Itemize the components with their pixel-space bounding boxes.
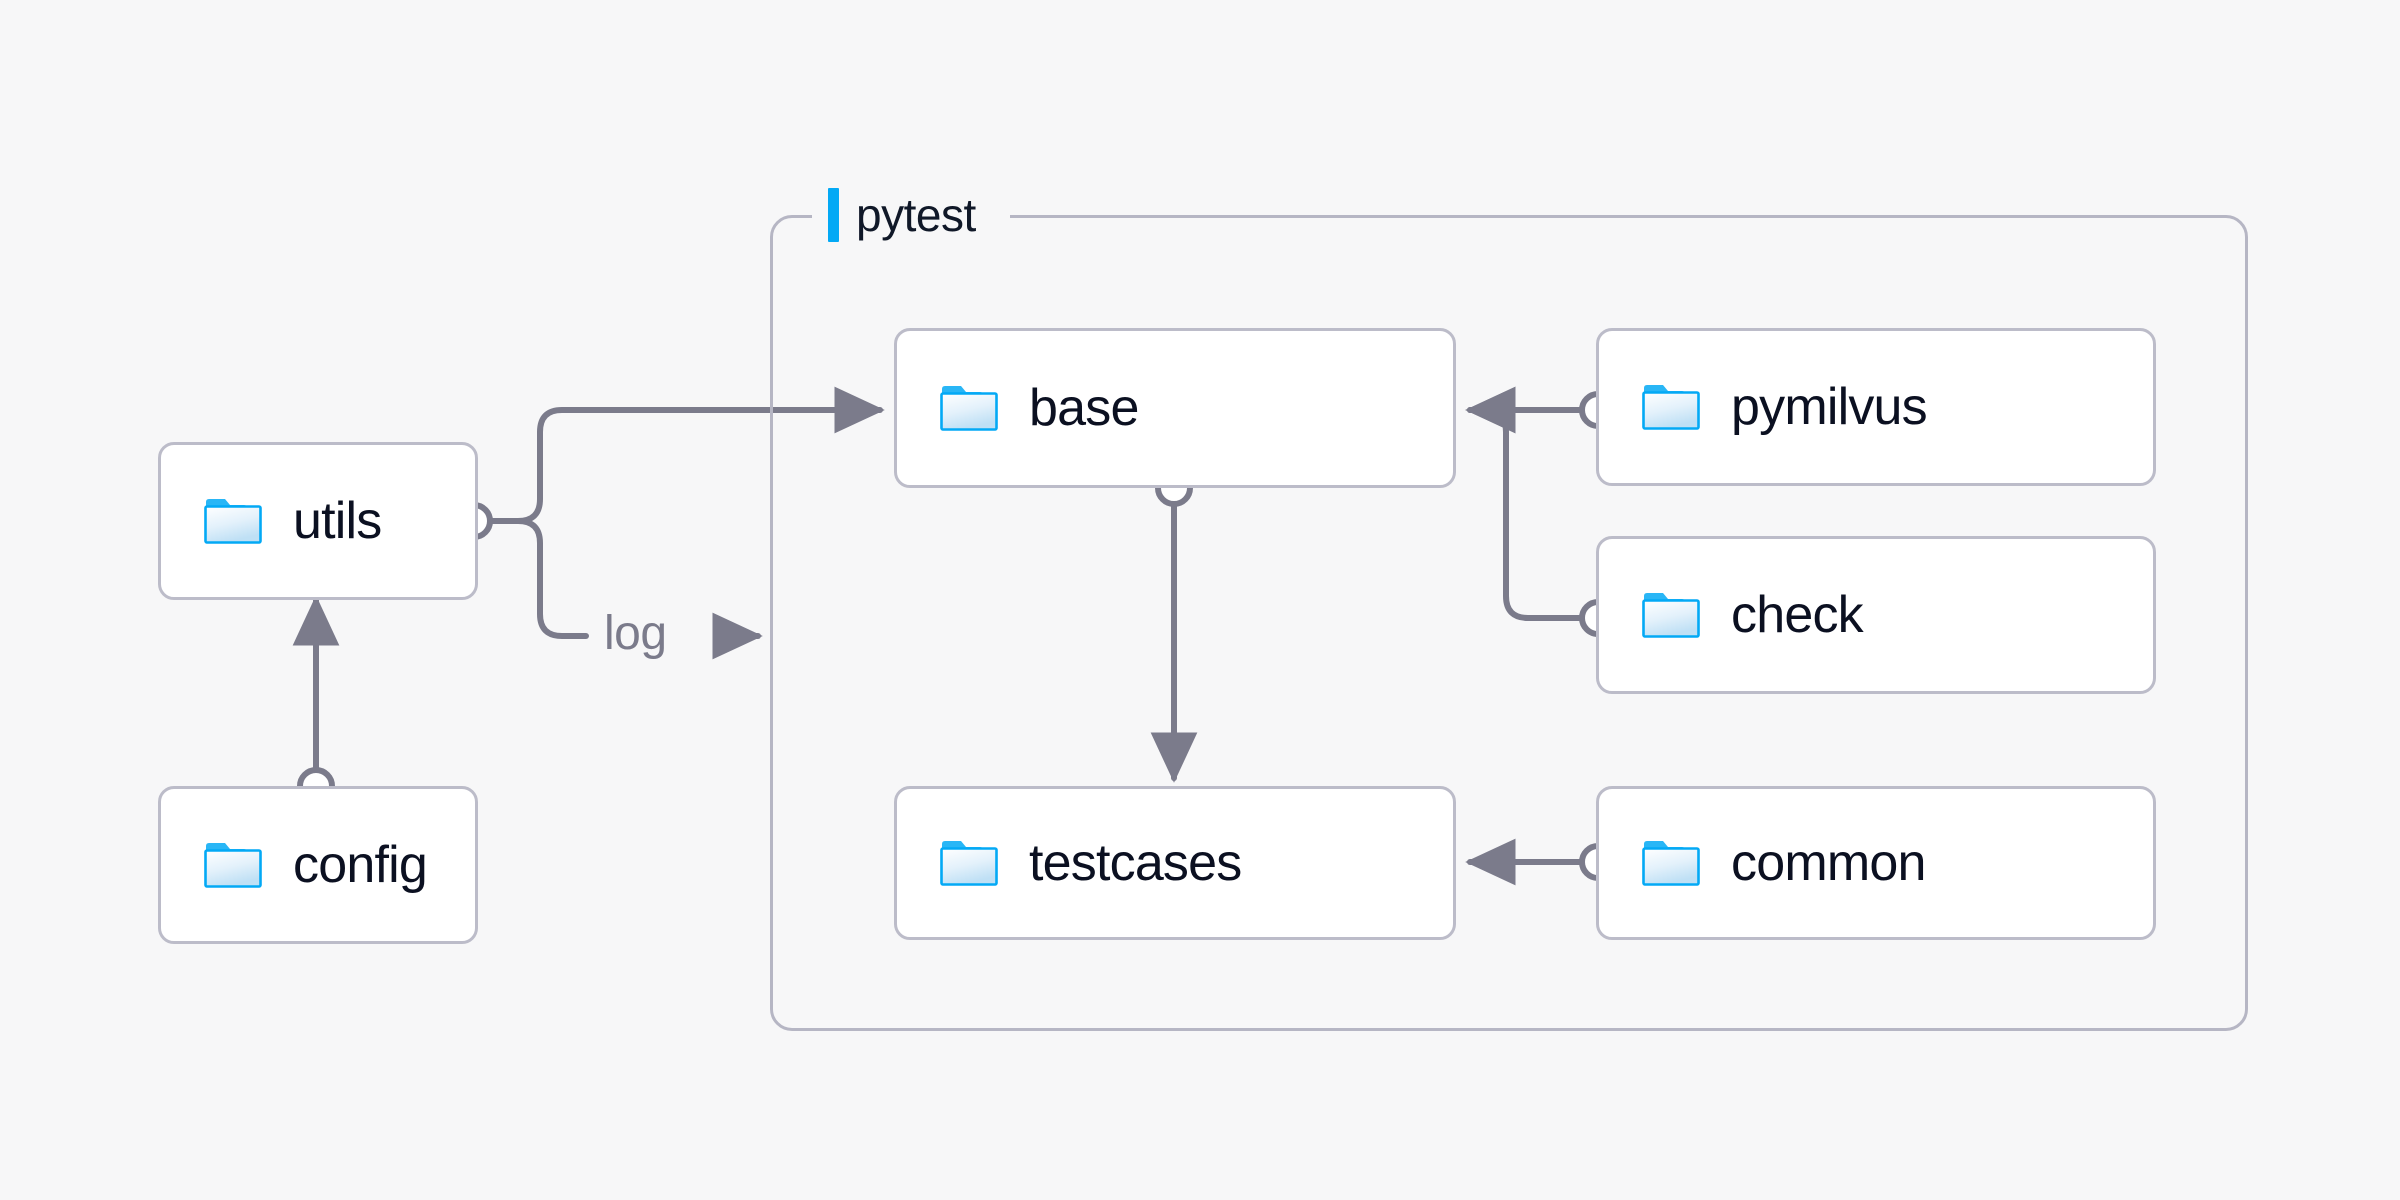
folder-icon [939,838,999,888]
group-accent-bar [828,188,839,242]
node-label: testcases [1029,834,1242,892]
folder-icon [203,496,263,546]
folder-icon [939,383,999,433]
node-common[interactable]: common [1596,786,2156,940]
node-label: common [1731,834,1926,892]
group-label-mask [812,207,1010,225]
node-utils[interactable]: utils [158,442,478,600]
group-container-pytest[interactable] [770,215,2248,1031]
group-label-text: pytest [856,189,976,241]
node-pymilvus[interactable]: pymilvus [1596,328,2156,486]
folder-icon [1641,838,1701,888]
folder-icon [1641,382,1701,432]
node-base[interactable]: base [894,328,1456,488]
node-label: config [293,836,428,894]
node-testcases[interactable]: testcases [894,786,1456,940]
folder-icon [1641,590,1701,640]
group-label-pytest: pytest [828,188,976,242]
edge-utils-log [487,518,589,639]
node-label: pymilvus [1731,378,1928,436]
node-config[interactable]: config [158,786,478,944]
folder-icon [203,840,263,890]
node-check[interactable]: check [1596,536,2156,694]
node-label: check [1731,586,1864,644]
edge-label-log: log [604,607,667,660]
node-label: base [1029,379,1139,437]
node-label: utils [293,492,382,550]
